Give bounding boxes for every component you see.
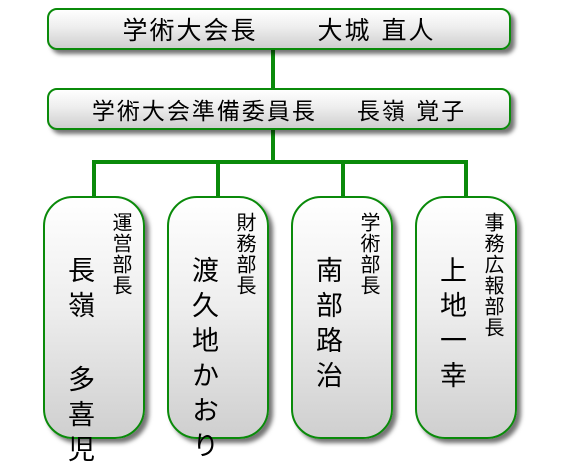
department-head-name: 南部路治 (311, 256, 342, 396)
committee-chair-title: 学術大会準備委員長 (91, 99, 317, 125)
connector-dept-1 (92, 160, 96, 198)
department-head-name: 渡久地かおり (187, 256, 218, 466)
department-box-academic: 学術部長 南部路治 (291, 196, 393, 439)
president-title: 学術大会長 (122, 16, 258, 45)
department-box-finance: 財務部長 渡久地かおり (167, 196, 269, 466)
president-name: 大城 直人 (317, 16, 436, 45)
department-box-operations: 運営部長 長嶺 多喜児 (43, 196, 145, 470)
president-box: 学術大会長 大城 直人 (47, 8, 511, 50)
committee-chair-name: 長嶺 覚子 (356, 99, 467, 125)
department-title: 事務広報部長 (481, 212, 505, 338)
connector-chair-branch (271, 128, 275, 164)
connector-horizontal-bus (92, 160, 468, 164)
connector-president-chair (271, 48, 275, 92)
department-head-name: 長嶺 多喜児 (63, 256, 94, 470)
department-title: 財務部長 (233, 212, 257, 296)
org-chart: 学術大会長 大城 直人 学術大会準備委員長 長嶺 覚子 運営部長 長嶺 多喜児 … (43, 8, 517, 470)
connector-dept-2 (216, 160, 220, 198)
department-title: 運営部長 (109, 212, 133, 296)
committee-chair-box: 学術大会準備委員長 長嶺 覚子 (47, 88, 511, 130)
department-head-name: 上地一幸 (435, 256, 466, 396)
connector-dept-4 (464, 160, 468, 198)
connector-dept-3 (341, 160, 345, 198)
department-box-office-pr: 事務広報部長 上地一幸 (415, 196, 517, 439)
department-title: 学術部長 (357, 212, 381, 296)
